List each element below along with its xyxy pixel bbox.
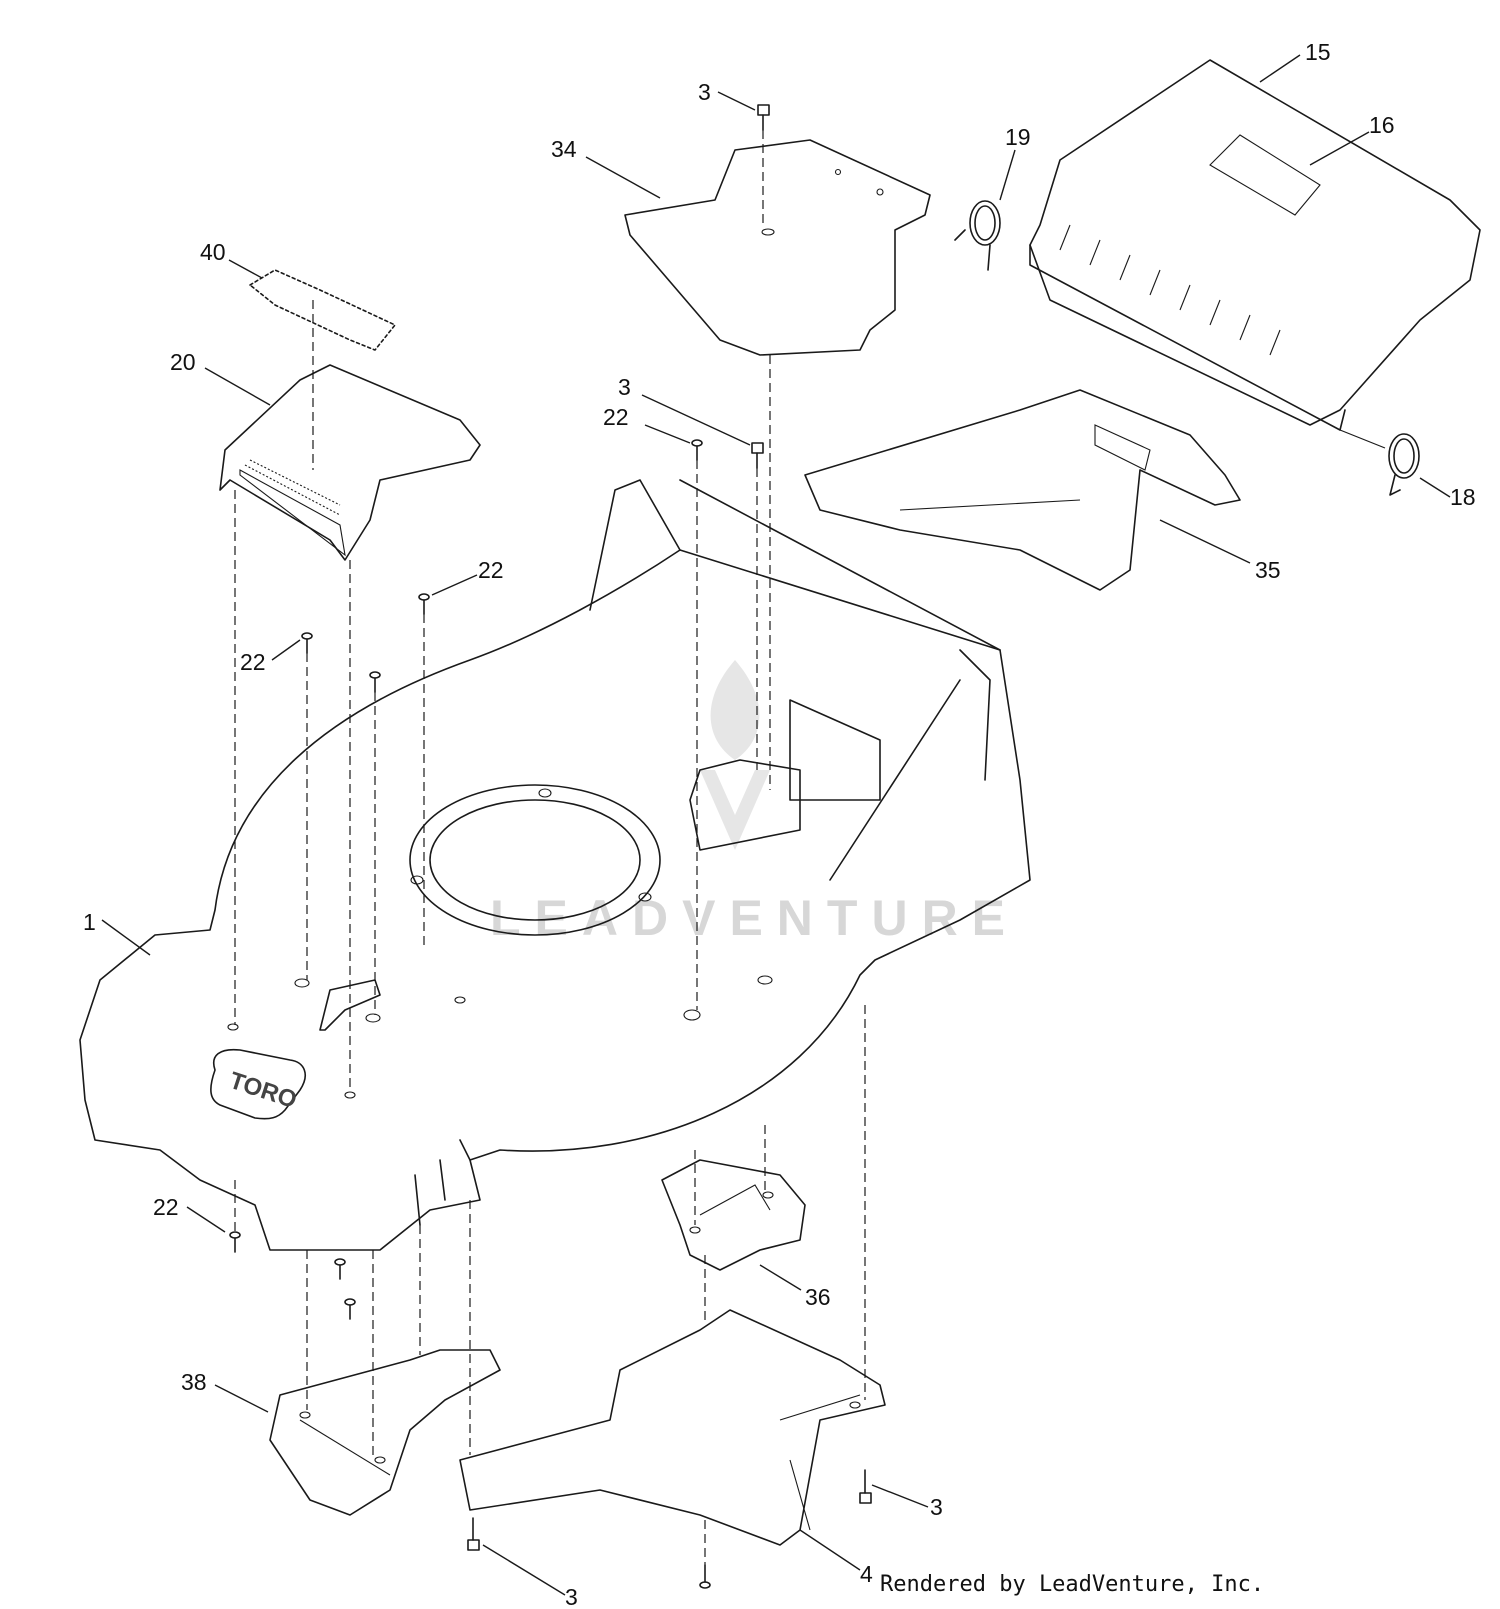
watermark-v-icon — [700, 770, 770, 850]
callout-34: 34 — [551, 136, 577, 162]
callout-22: 22 — [603, 404, 629, 430]
callouts: 3 34 40 20 15 16 19 18 35 3 22 22 22 1 2… — [83, 39, 1476, 1609]
callout-36: 36 — [805, 1284, 831, 1310]
screw-icon — [369, 671, 381, 693]
watermark-text: LEADVENTURE — [490, 890, 1019, 946]
fasteners — [229, 104, 872, 1589]
toro-logo: TORO — [210, 1048, 306, 1120]
callout-3: 3 — [930, 1494, 943, 1520]
watermark-flame-icon — [710, 660, 760, 760]
callout-3: 3 — [698, 79, 711, 105]
watermark: LEADVENTURE — [490, 660, 1019, 946]
screw-icon — [699, 1564, 711, 1589]
callout-22: 22 — [153, 1194, 179, 1220]
callout-22: 22 — [478, 557, 504, 583]
screw-icon — [334, 1258, 346, 1280]
callout-18: 18 — [1450, 484, 1476, 510]
toro-logo-text: TORO — [226, 1067, 300, 1114]
screw-icon — [344, 1298, 356, 1320]
callout-35: 35 — [1255, 557, 1281, 583]
bolt-icon — [467, 1517, 480, 1551]
bolt-icon — [751, 442, 764, 469]
screw-icon — [418, 593, 430, 615]
part-4-deflector — [459, 1309, 886, 1546]
part-1-deck: TORO — [79, 479, 1031, 1251]
part-36-bracket — [661, 1159, 806, 1271]
leader-lines — [101, 54, 1451, 1596]
callout-22: 22 — [240, 649, 266, 675]
callout-15: 15 — [1305, 39, 1331, 65]
assembly-lines — [234, 130, 866, 1565]
part-34-plate — [624, 139, 931, 356]
part-38-baffle — [269, 1349, 501, 1516]
bolt-icon — [859, 1469, 872, 1504]
part-20-cover — [219, 364, 481, 561]
callout-40: 40 — [200, 239, 226, 265]
callout-20: 20 — [170, 349, 196, 375]
screw-icon — [301, 632, 313, 654]
callout-4: 4 — [860, 1561, 873, 1587]
callout-1: 1 — [83, 909, 96, 935]
part-40-decal — [249, 269, 396, 351]
part-35-chute — [804, 389, 1241, 591]
callout-38: 38 — [181, 1369, 207, 1395]
screw-icon — [229, 1231, 241, 1253]
callout-3: 3 — [565, 1584, 578, 1609]
spring-18 — [1339, 429, 1420, 496]
callout-3: 3 — [618, 374, 631, 400]
bolt-icon — [757, 104, 770, 131]
spring-19 — [954, 200, 1001, 271]
part-15-cover — [1029, 59, 1481, 431]
callout-16: 16 — [1369, 112, 1395, 138]
callout-19: 19 — [1005, 124, 1031, 150]
render-credit: Rendered by LeadVenture, Inc. — [880, 1572, 1265, 1597]
screw-icon — [691, 439, 703, 461]
